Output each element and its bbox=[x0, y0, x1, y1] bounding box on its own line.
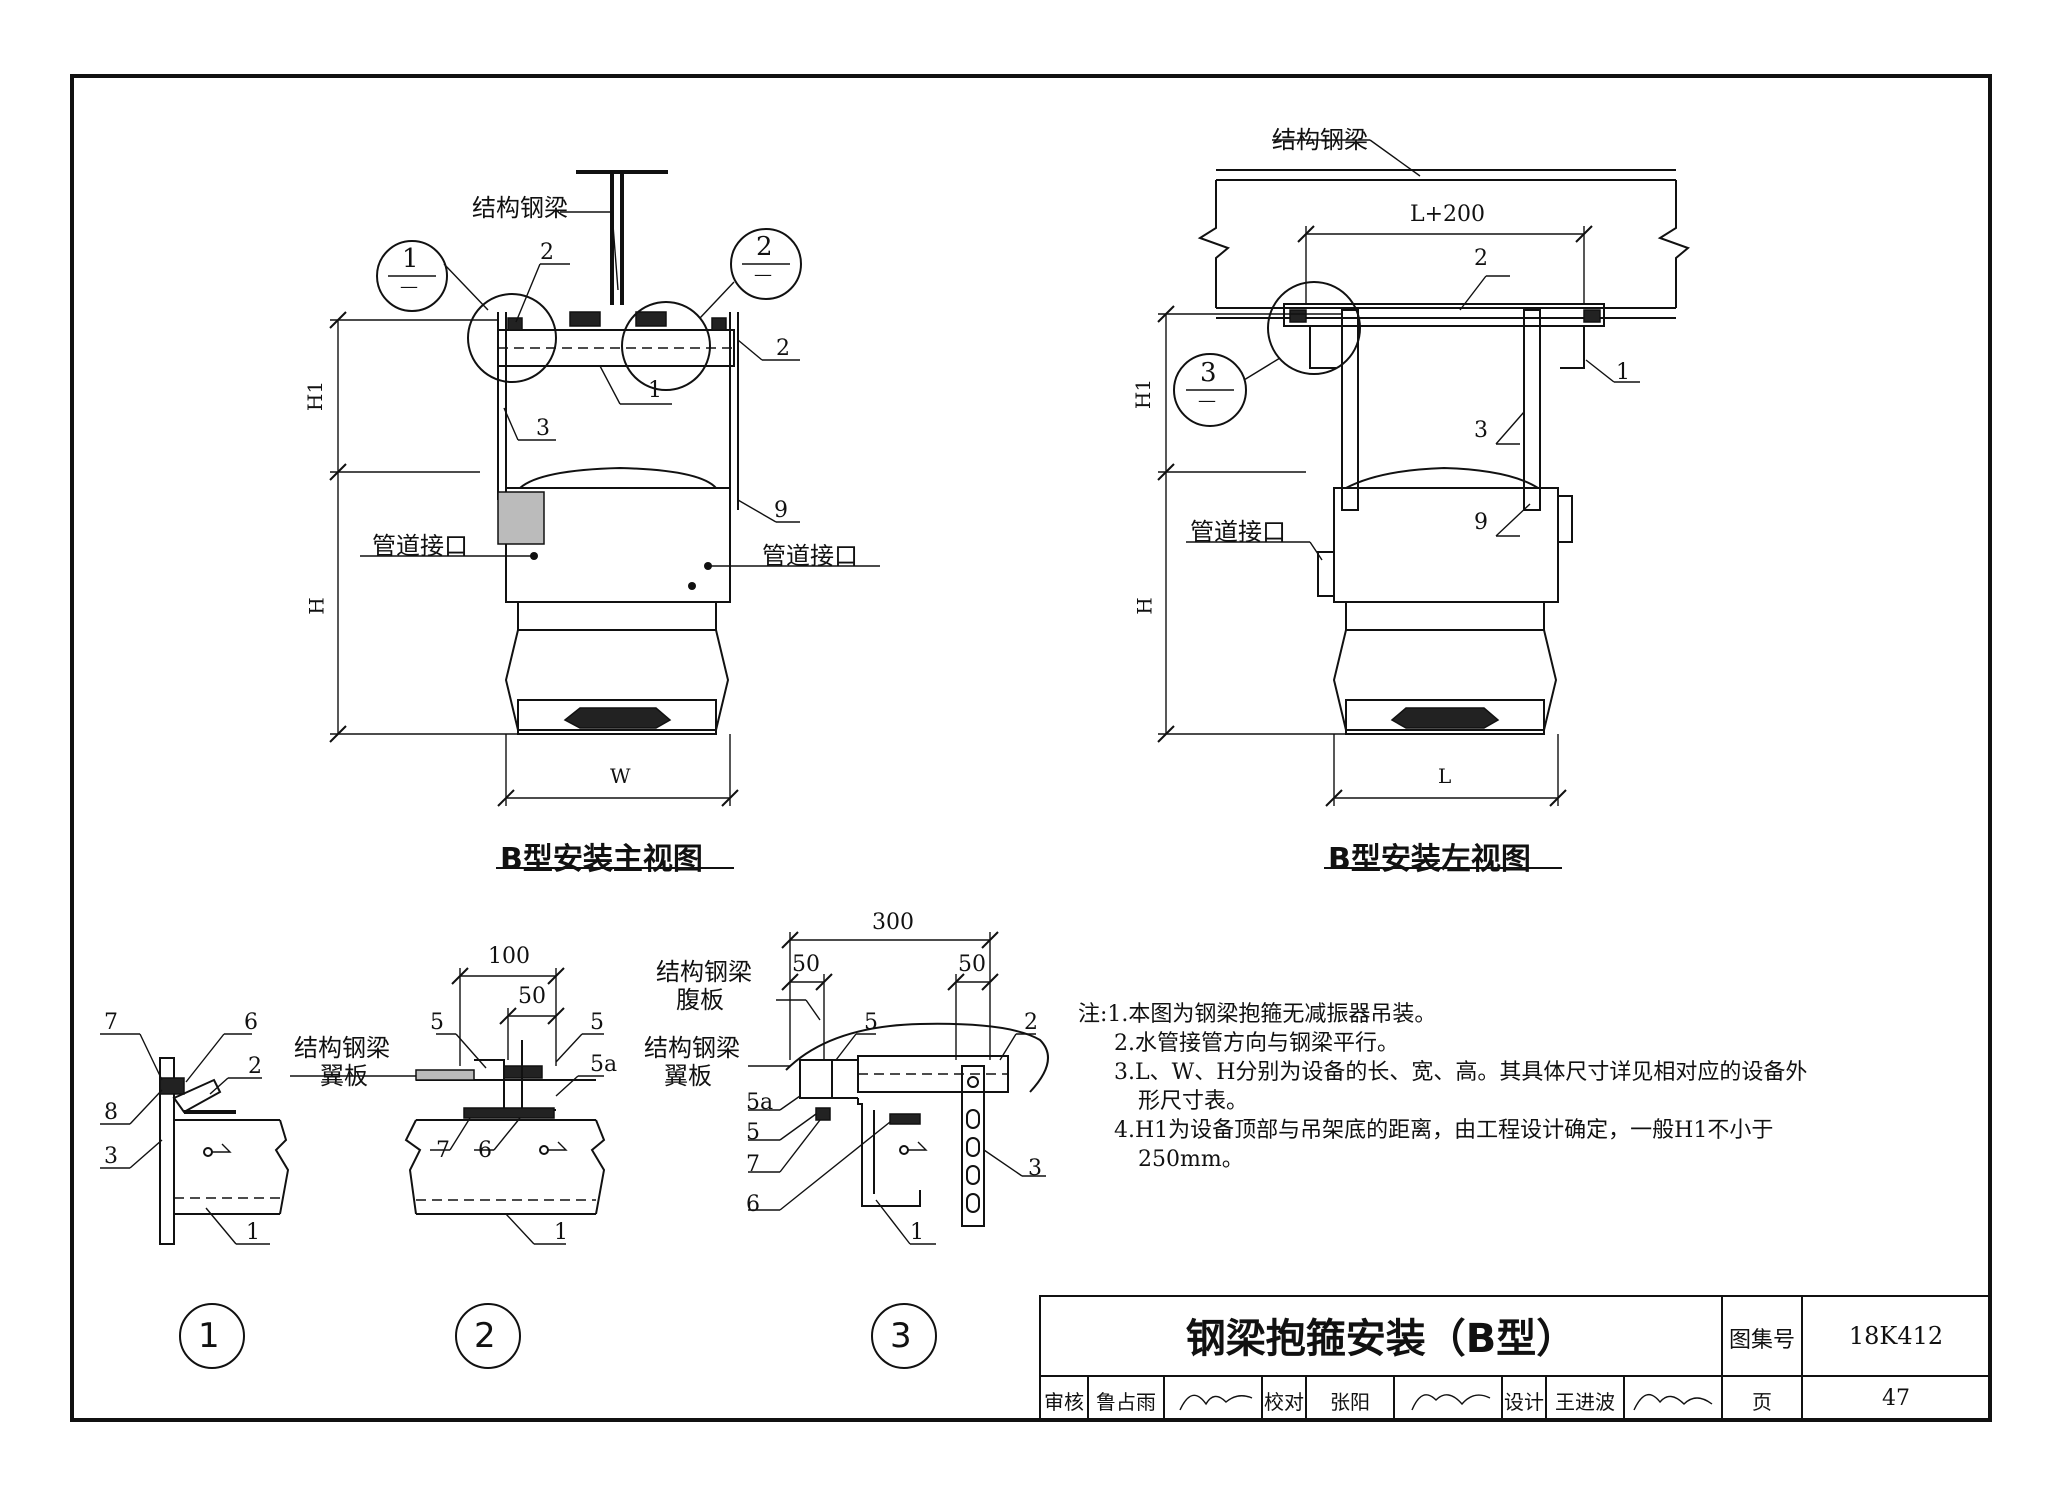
sheet-border bbox=[70, 74, 1992, 1422]
note-line-2: 2.水管接管方向与钢梁平行。 bbox=[1114, 1031, 1399, 1056]
d2-dim-50: 50 bbox=[518, 984, 546, 1009]
d3-dim-300: 300 bbox=[872, 910, 914, 935]
d3-part-5: 5 bbox=[864, 1010, 878, 1035]
main-dim-h1: H1 bbox=[303, 380, 328, 412]
side-dim-h1: H1 bbox=[1131, 378, 1156, 410]
main-dim-h: H bbox=[304, 597, 329, 615]
d2-dim-100: 100 bbox=[488, 944, 530, 969]
d3-web-label-1: 结构钢梁 bbox=[656, 958, 752, 986]
check-label: 校对 bbox=[1264, 1390, 1304, 1414]
main-part-9: 9 bbox=[774, 498, 788, 523]
d3-dim-50b: 50 bbox=[958, 952, 986, 977]
d3-web-label-2: 腹板 bbox=[676, 986, 724, 1014]
main-view-beam-label: 结构钢梁 bbox=[472, 194, 568, 222]
main-part-2b: 2 bbox=[776, 336, 790, 361]
title-block bbox=[1039, 1295, 1991, 1421]
notes: 注:1.本图为钢梁抱箍无减振器吊装。 2.水管接管方向与钢梁平行。 3.L、W、… bbox=[1078, 1000, 1958, 1174]
page-label: 页 bbox=[1752, 1390, 1772, 1414]
side-view-beam-label: 结构钢梁 bbox=[1272, 126, 1368, 154]
side-dim-l: L bbox=[1438, 764, 1452, 788]
side-view-title: B型安装左视图 bbox=[1328, 842, 1531, 877]
side-view bbox=[1157, 139, 1690, 869]
side-dim-h: H bbox=[1132, 597, 1157, 615]
d1-part-2: 2 bbox=[248, 1054, 262, 1079]
note-line-6: 250mm。 bbox=[1138, 1147, 1244, 1172]
note-line-5: 4.H1为设备顶部与吊架底的距离，由工程设计确定，一般H1不小于 bbox=[1114, 1118, 1774, 1143]
d1-part-6: 6 bbox=[244, 1010, 258, 1035]
callout-2-bottom: — bbox=[754, 264, 772, 285]
main-dim-w: W bbox=[610, 764, 631, 788]
side-part-1: 1 bbox=[1616, 360, 1630, 385]
d3-flange-label-2: 翼板 bbox=[664, 1062, 712, 1090]
note-line-1: 注:1.本图为钢梁抱箍无减振器吊装。 bbox=[1078, 1002, 1437, 1027]
page-number: 47 bbox=[1882, 1386, 1910, 1411]
detail-3-label: 3 bbox=[890, 1316, 912, 1356]
side-dim-top: L+200 bbox=[1410, 202, 1486, 227]
d2-part-1: 1 bbox=[554, 1220, 568, 1245]
side-part-3: 3 bbox=[1474, 418, 1488, 443]
detail-2 bbox=[290, 967, 606, 1369]
callout-1-bottom: — bbox=[400, 276, 418, 297]
atlas-number: 18K412 bbox=[1848, 1322, 1944, 1350]
d3-part-3: 3 bbox=[1028, 1156, 1042, 1181]
d3-part-5a: 5a bbox=[746, 1090, 774, 1115]
d2-part-5a-label: 5a bbox=[590, 1052, 618, 1077]
d2-part-5a: 5 bbox=[430, 1010, 444, 1035]
d3-dim-50a: 50 bbox=[792, 952, 820, 977]
side-part-2: 2 bbox=[1474, 246, 1488, 271]
d2-part-6: 6 bbox=[478, 1138, 492, 1163]
d3-part-5b: 5 bbox=[746, 1120, 760, 1145]
review-label: 审核 bbox=[1044, 1390, 1084, 1414]
d3-part-2: 2 bbox=[1024, 1010, 1038, 1035]
main-view bbox=[329, 170, 880, 869]
d3-flange-label-1: 结构钢梁 bbox=[644, 1034, 740, 1062]
d3-part-7: 7 bbox=[746, 1152, 760, 1177]
main-part-3: 3 bbox=[536, 416, 550, 441]
designer-signature bbox=[1633, 1393, 1713, 1411]
detail-3 bbox=[748, 931, 1049, 1369]
atlas-label: 图集号 bbox=[1728, 1328, 1795, 1353]
d1-part-3: 3 bbox=[104, 1144, 118, 1169]
main-part-2a: 2 bbox=[540, 240, 554, 265]
d1-part-8: 8 bbox=[104, 1100, 118, 1125]
drawing-title: 钢梁抱箍安装（B型） bbox=[1185, 1316, 1577, 1362]
d2-flange-label-2: 翼板 bbox=[320, 1062, 368, 1090]
note-line-4: 形尺寸表。 bbox=[1138, 1089, 1249, 1114]
d1-part-1: 1 bbox=[246, 1220, 260, 1245]
d3-part-1: 1 bbox=[910, 1220, 924, 1245]
d1-part-7: 7 bbox=[104, 1010, 118, 1035]
callout-3-top: 3 bbox=[1200, 358, 1217, 388]
main-part-1: 1 bbox=[648, 378, 662, 403]
detail-1 bbox=[100, 1033, 290, 1369]
detail-2-label: 2 bbox=[474, 1316, 496, 1356]
d2-part-7: 7 bbox=[436, 1138, 450, 1163]
note-line-3: 3.L、W、H分别为设备的长、宽、高。其具体尺寸详见相对应的设备外 bbox=[1114, 1060, 1808, 1085]
callout-2-top: 2 bbox=[756, 232, 773, 262]
checker-signature bbox=[1411, 1394, 1491, 1411]
d2-flange-label-1: 结构钢梁 bbox=[294, 1034, 390, 1062]
callout-1-top: 1 bbox=[402, 244, 419, 274]
d3-part-6: 6 bbox=[746, 1192, 760, 1217]
callout-3-bottom: — bbox=[1198, 390, 1216, 411]
main-view-title: B型安装主视图 bbox=[500, 842, 703, 877]
design-label: 设计 bbox=[1504, 1390, 1544, 1414]
detail-1-label: 1 bbox=[198, 1316, 220, 1356]
reviewer-name: 鲁占雨 bbox=[1096, 1390, 1156, 1414]
side-part-9: 9 bbox=[1474, 510, 1488, 535]
main-pipe-interface-right: 管道接口 bbox=[762, 542, 858, 570]
designer-name: 王进波 bbox=[1555, 1390, 1615, 1414]
d2-part-5b: 5 bbox=[590, 1010, 604, 1035]
side-pipe-interface: 管道接口 bbox=[1190, 518, 1286, 546]
main-pipe-interface-left: 管道接口 bbox=[372, 532, 468, 560]
reviewer-signature bbox=[1179, 1394, 1253, 1411]
checker-name: 张阳 bbox=[1330, 1390, 1370, 1414]
